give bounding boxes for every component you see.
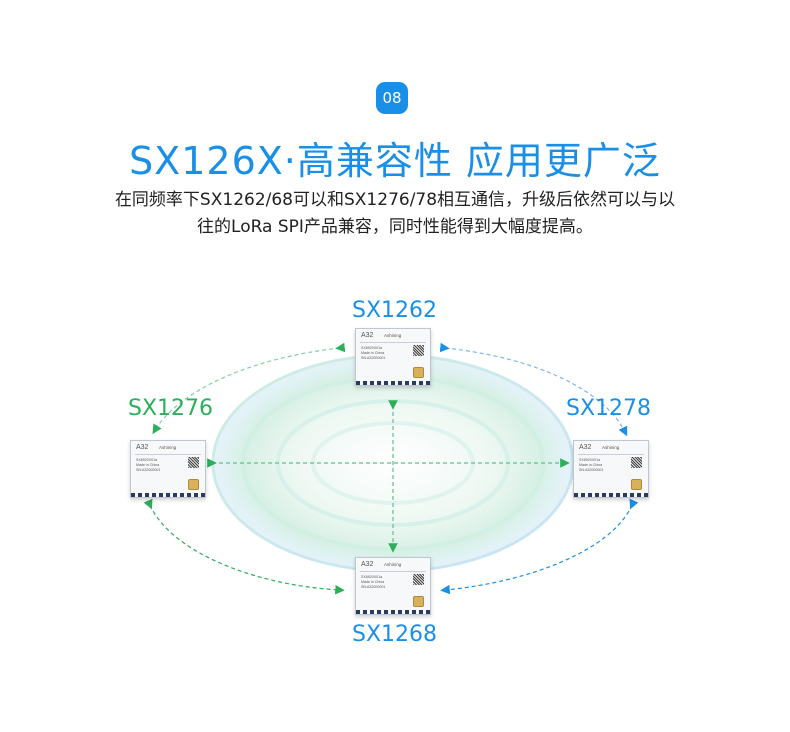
module-model: A32 bbox=[361, 332, 374, 339]
description-line: 在同频率下SX1262/68可以和SX1276/78相互通信，升级后依然可以与以 bbox=[114, 190, 676, 210]
link-arc-bottom-right bbox=[440, 498, 639, 595]
module-brand: Ashining bbox=[602, 445, 620, 450]
link-arc-top-left bbox=[152, 342, 346, 435]
chip-label-sx1268: SX1268 bbox=[352, 622, 438, 647]
antenna-pad-icon bbox=[413, 367, 424, 378]
module-serial: SN:A32000001 bbox=[579, 468, 604, 472]
chip-label-sx1278: SX1278 bbox=[566, 396, 652, 421]
module-sx1262: A32 Ashining SX6920X01a Made in China SN… bbox=[355, 328, 431, 386]
link-arc-top-right bbox=[439, 342, 628, 437]
qr-code-icon bbox=[188, 457, 199, 468]
module-part: SX6920X01a bbox=[136, 458, 158, 462]
module-origin: Made in China bbox=[361, 580, 385, 584]
module-divider bbox=[360, 571, 426, 572]
qr-code-icon bbox=[413, 345, 424, 356]
page-title: SX126X·高兼容性 应用更广泛 bbox=[129, 139, 661, 183]
module-serial: SN:A32000001 bbox=[361, 356, 386, 360]
module-origin: Made in China bbox=[579, 463, 603, 467]
description-line: 往的LoRa SPI产品兼容，同时性能得到大幅度提高。 bbox=[197, 217, 593, 237]
module-part: SX6920X01a bbox=[579, 458, 601, 462]
link-arc-bottom-left bbox=[143, 498, 345, 595]
module-serial: SN:A32000001 bbox=[361, 585, 386, 589]
module-divider bbox=[360, 342, 426, 343]
module-brand: Ashining bbox=[384, 333, 402, 338]
antenna-pad-icon bbox=[631, 479, 642, 490]
module-serial: SN:A32000001 bbox=[136, 468, 161, 472]
antenna-pad-icon bbox=[188, 479, 199, 490]
chip-label-sx1262: SX1262 bbox=[352, 298, 438, 323]
module-brand: Ashining bbox=[159, 445, 177, 450]
module-divider bbox=[578, 454, 644, 455]
module-origin: Made in China bbox=[361, 351, 385, 355]
module-divider bbox=[135, 454, 201, 455]
module-sx1278: A32 Ashining SX6920X01a Made in China SN… bbox=[573, 440, 649, 498]
module-part: SX6920X01a bbox=[361, 346, 383, 350]
module-model: A32 bbox=[579, 444, 592, 451]
module-sx1276: A32 Ashining SX6920X01a Made in China SN… bbox=[130, 440, 206, 498]
qr-code-icon bbox=[413, 574, 424, 585]
description: 在同频率下SX1262/68可以和SX1276/78相互通信，升级后依然可以与以… bbox=[70, 187, 720, 241]
antenna-pad-icon bbox=[413, 596, 424, 607]
module-sx1268: A32 Ashining SX6920X01a Made in China SN… bbox=[355, 557, 431, 615]
chip-label-sx1276: SX1276 bbox=[128, 396, 214, 421]
module-part: SX6920X01a bbox=[361, 575, 383, 579]
module-brand: Ashining bbox=[384, 562, 402, 567]
module-origin: Made in China bbox=[136, 463, 160, 467]
qr-code-icon bbox=[631, 457, 642, 468]
module-model: A32 bbox=[361, 561, 374, 568]
step-badge: 08 bbox=[376, 82, 408, 114]
module-model: A32 bbox=[136, 444, 149, 451]
